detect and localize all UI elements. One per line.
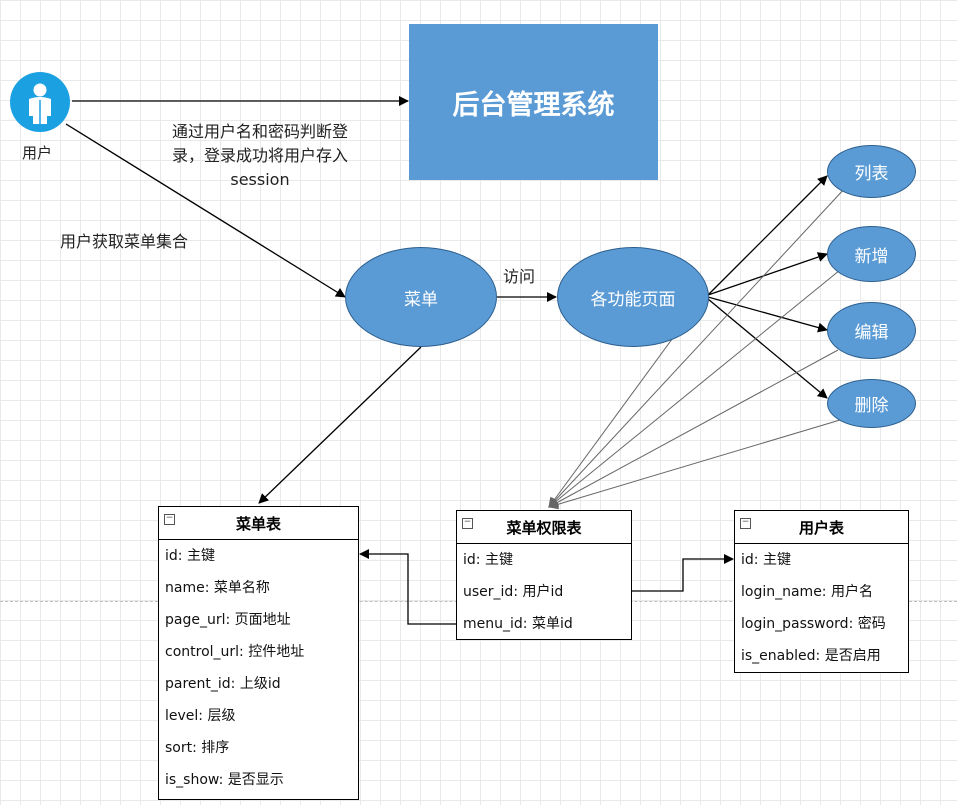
edit-node: 编辑 [827,302,916,359]
menu-table-header: − 菜单表 [159,507,358,540]
table-row: menu_id: 菜单id [463,616,573,632]
table-row: is_enabled: 是否启用 [741,648,881,664]
edge-perm-usertable [632,554,734,592]
login-label-line1: 通过用户名和密码判断登 [171,122,348,141]
edge-edit-perm [548,349,839,508]
table-row: login_name: 用户名 [741,584,873,600]
edge-pages-list [707,175,828,296]
collapse-icon[interactable]: − [164,513,175,525]
visit-label: 访问 [503,267,536,286]
table-row: sort: 排序 [165,740,230,756]
collapse-icon[interactable]: − [740,517,751,529]
user-label: 用户 [22,144,53,162]
login-edge-label: 通过用户名和密码判断登 录，登录成功将用户存入 session [140,120,380,192]
table-row: control_url: 控件地址 [165,644,305,660]
perm-table-header: − 菜单权限表 [457,511,631,544]
table-row: id: 主键 [741,552,791,568]
table-row: id: 主键 [165,548,215,564]
user-table-title: 用户表 [798,518,844,537]
list-node: 列表 [827,145,916,198]
table-row: name: 菜单名称 [165,580,270,596]
edge-pages-delete [707,298,828,399]
menu-table-title: 菜单表 [235,514,281,533]
menu-table: − 菜单表 id: 主键 name: 菜单名称 page_url: 页面地址 c… [158,506,359,800]
perm-table: − 菜单权限表 id: 主键 user_id: 用户id menu_id: 菜单… [456,510,632,640]
user-icon [10,72,70,132]
edge-perm-menutable [359,549,456,625]
perm-table-title: 菜单权限表 [506,518,582,537]
table-row: is_show: 是否显示 [165,772,284,788]
login-label-line2: 录，登录成功将用户存入 [171,146,348,165]
edge-pages-edit [707,296,828,333]
edge-menu-menutable [258,346,422,504]
add-node: 新增 [827,226,916,282]
collapse-icon[interactable]: − [462,517,473,529]
table-row: login_password: 密码 [741,616,886,632]
menu-node: 菜单 [345,247,497,347]
edge-pages-add [707,252,828,296]
edge-list-perm [548,186,847,508]
table-row: page_url: 页面地址 [165,612,291,628]
user-table: − 用户表 id: 主键 login_name: 用户名 login_passw… [734,510,909,673]
edge-add-perm [548,269,841,508]
login-label-line3: session [230,170,290,189]
get-menu-label: 用户获取菜单集合 [60,232,189,251]
user-table-header: − 用户表 [735,511,908,544]
system-box: 后台管理系统 [409,24,658,180]
table-row: user_id: 用户id [463,584,564,600]
table-row: parent_id: 上级id [165,676,281,692]
table-row: level: 层级 [165,708,236,724]
pages-node: 各功能页面 [557,247,709,347]
table-row: id: 主键 [463,552,513,568]
edge-delete-perm [548,419,841,510]
delete-node: 删除 [827,379,916,428]
edge-user-menu [65,123,346,298]
